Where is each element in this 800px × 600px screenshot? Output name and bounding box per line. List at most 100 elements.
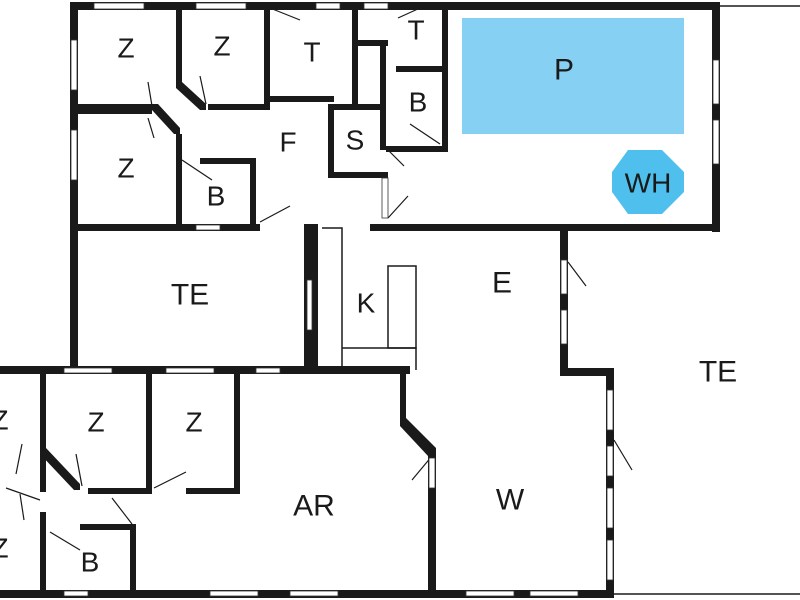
window xyxy=(560,309,568,345)
room-label-z: Z xyxy=(117,153,134,184)
wall-top-wing-bottom-right xyxy=(370,224,720,231)
wall-b3-left xyxy=(40,512,46,596)
window xyxy=(606,539,614,581)
window xyxy=(465,590,515,597)
window xyxy=(209,590,259,597)
wall-b1-bottom xyxy=(386,146,448,152)
window xyxy=(315,2,341,10)
door-swing xyxy=(613,439,633,471)
window xyxy=(712,59,720,105)
room-label-z: Z xyxy=(0,533,9,564)
door-swing xyxy=(181,159,213,181)
door-swing xyxy=(147,117,155,139)
wall-top-wing-left xyxy=(70,2,78,232)
window xyxy=(529,590,579,597)
door-swing xyxy=(5,487,41,501)
wall-top-wing-bottom-left xyxy=(70,224,260,231)
wall-te1-right-2 xyxy=(312,224,318,372)
wall-z3-right xyxy=(176,134,182,230)
wall-z5-bottom xyxy=(88,488,146,494)
door-swing xyxy=(111,497,133,525)
window xyxy=(606,487,614,529)
kitchen-counter xyxy=(322,227,343,370)
door-swing xyxy=(49,531,81,551)
room-label-f: F xyxy=(279,127,296,158)
wall-b2-right xyxy=(250,158,256,228)
wall-t2-left xyxy=(358,40,388,46)
window xyxy=(606,389,614,431)
wall-hall-diagonal-2 xyxy=(152,104,180,134)
window xyxy=(63,590,89,597)
door-swing xyxy=(269,7,301,21)
wall-w-right xyxy=(606,368,614,594)
door-swing xyxy=(409,123,441,145)
room-label-z: Z xyxy=(0,405,9,436)
room-label-ar: AR xyxy=(293,490,335,523)
wall-b1-left xyxy=(380,44,386,150)
wall-ar-w-diagonal xyxy=(400,372,406,422)
door-swing xyxy=(147,81,153,107)
window xyxy=(712,119,720,165)
wall-ar-diagonal xyxy=(400,418,436,456)
wall-z1-z2 xyxy=(176,2,182,82)
window xyxy=(70,129,78,181)
window xyxy=(363,2,389,10)
wall-z2-t1 xyxy=(264,2,270,110)
room-label-b: B xyxy=(409,87,428,118)
window xyxy=(93,2,145,10)
wall-s-top xyxy=(328,104,386,110)
door-swing xyxy=(387,195,409,219)
kitchen-counter-bottom xyxy=(342,347,417,370)
window xyxy=(606,445,614,477)
room-label-b: B xyxy=(207,181,226,212)
room-label-s: S xyxy=(346,125,365,156)
room-label-pool: P xyxy=(554,54,574,87)
room-label-wh: WH xyxy=(625,168,672,199)
door-swing xyxy=(567,261,587,287)
wall-b3-right xyxy=(130,524,136,594)
door-swing xyxy=(397,7,421,19)
wall-b3-top xyxy=(80,524,136,530)
room-label-t: T xyxy=(303,37,320,68)
window xyxy=(560,259,568,295)
room-label-te: TE xyxy=(171,279,209,312)
wall-s-bottom xyxy=(328,172,388,178)
wall-t1-right xyxy=(352,2,358,108)
room-label-z: Z xyxy=(87,407,104,438)
room-label-w: W xyxy=(496,484,525,517)
window xyxy=(195,224,221,231)
wall-z2-bottom xyxy=(208,104,270,110)
pool xyxy=(462,18,684,134)
wall-z4-z5 xyxy=(40,372,46,492)
wall-z3-top xyxy=(70,108,152,114)
window xyxy=(195,2,247,10)
wall-b2-top xyxy=(200,158,256,164)
wall-t2-bottom xyxy=(396,66,446,72)
room-label-te: TE xyxy=(699,356,737,389)
window xyxy=(306,279,313,331)
wall-ar-w xyxy=(428,450,436,596)
door-swing xyxy=(15,443,23,475)
wall-z6-right xyxy=(234,372,240,494)
wall-e-right-upper xyxy=(560,226,568,376)
room-label-b: B xyxy=(81,547,100,578)
window xyxy=(165,367,215,374)
door-swing xyxy=(19,493,25,521)
wall-s-left xyxy=(328,104,334,178)
wall-t2-b1-right xyxy=(442,2,448,152)
window xyxy=(289,590,339,597)
wall-z6-bottom xyxy=(186,488,240,494)
door-swing xyxy=(75,453,83,487)
room-label-t: T xyxy=(407,15,424,46)
door-swing xyxy=(153,471,187,489)
wall-z1-bottom xyxy=(70,104,152,110)
room-label-z: Z xyxy=(213,31,230,62)
room-label-k: K xyxy=(357,288,376,319)
wall-te1-top xyxy=(70,226,78,368)
wall-z5-z6 xyxy=(146,372,152,494)
window xyxy=(63,367,113,374)
door-opening xyxy=(428,457,436,489)
window xyxy=(70,39,78,91)
whirlpool xyxy=(612,150,684,214)
